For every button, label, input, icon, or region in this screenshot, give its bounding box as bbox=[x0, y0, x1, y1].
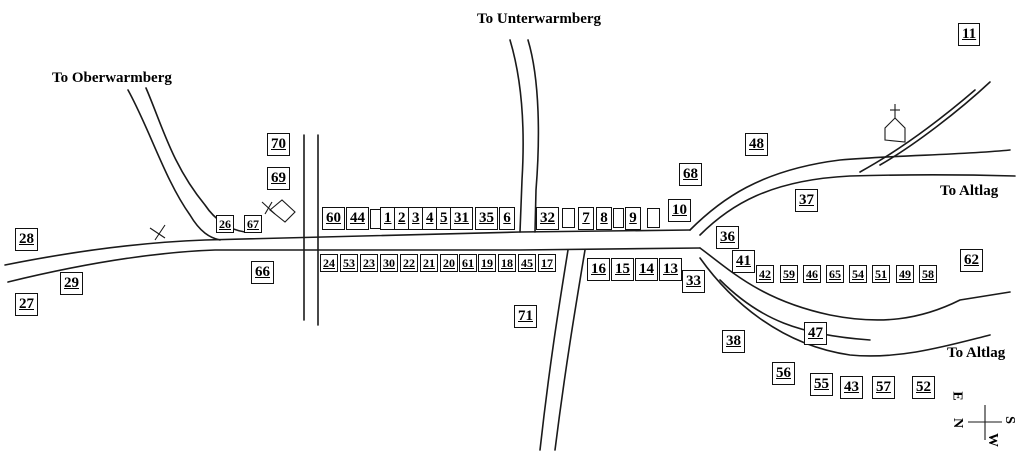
label-to-altlag-south: To Altlag bbox=[947, 345, 1006, 361]
label-to-oberwarmberg: To Oberwarmberg bbox=[52, 70, 172, 86]
lot-58: 58 bbox=[919, 265, 937, 283]
lot-13: 13 bbox=[659, 258, 682, 281]
main-road bbox=[4, 229, 701, 283]
lot-42: 42 bbox=[756, 265, 774, 283]
lot-2: 2 bbox=[394, 207, 410, 230]
south-road bbox=[539, 249, 586, 451]
lot-51: 51 bbox=[872, 265, 890, 283]
lot-21: 21 bbox=[420, 254, 438, 272]
lot-59: 59 bbox=[780, 265, 798, 283]
lot-65: 65 bbox=[826, 265, 844, 283]
label-to-unterwarmberg: To Unterwarmberg bbox=[477, 11, 602, 27]
lot-43: 43 bbox=[840, 376, 863, 399]
lot-53: 53 bbox=[340, 254, 358, 272]
lot-71: 71 bbox=[514, 305, 537, 328]
lot-61: 61 bbox=[459, 254, 477, 272]
lot-38: 38 bbox=[722, 330, 745, 353]
lot-8: 8 bbox=[596, 207, 612, 230]
lot-32: 32 bbox=[536, 207, 559, 230]
lot-16: 16 bbox=[587, 258, 610, 281]
lot-18: 18 bbox=[498, 254, 516, 272]
lot-23: 23 bbox=[360, 254, 378, 272]
lot-5: 5 bbox=[436, 207, 452, 230]
lot-70: 70 bbox=[267, 133, 290, 156]
lot-44: 44 bbox=[346, 207, 369, 230]
lot-14: 14 bbox=[635, 258, 658, 281]
lot-15: 15 bbox=[611, 258, 634, 281]
lot-54: 54 bbox=[849, 265, 867, 283]
lot-62: 62 bbox=[960, 249, 983, 272]
compass-rose bbox=[968, 405, 1002, 440]
lot-empty-2 bbox=[562, 208, 575, 228]
compass-w: W bbox=[985, 433, 1000, 447]
lot-20: 20 bbox=[440, 254, 458, 272]
lot-35: 35 bbox=[475, 207, 498, 230]
compass-s: S bbox=[1001, 416, 1017, 424]
lot-36: 36 bbox=[716, 226, 739, 249]
lot-11: 11 bbox=[958, 23, 981, 46]
lot-49: 49 bbox=[896, 265, 914, 283]
chapel-icon bbox=[261, 199, 296, 223]
road-to-altlag-south bbox=[699, 247, 1011, 357]
lot-empty-4 bbox=[647, 208, 660, 228]
lot-19: 19 bbox=[478, 254, 496, 272]
compass-n: N bbox=[950, 417, 966, 429]
compass-e: E bbox=[949, 391, 965, 401]
lot-31: 31 bbox=[450, 207, 473, 230]
lot-68: 68 bbox=[679, 163, 702, 186]
lot-28: 28 bbox=[15, 228, 38, 251]
lot-7: 7 bbox=[578, 207, 594, 230]
lot-67: 67 bbox=[244, 215, 262, 233]
lot-46: 46 bbox=[803, 265, 821, 283]
lot-52: 52 bbox=[912, 376, 935, 399]
lot-30: 30 bbox=[380, 254, 398, 272]
lot-57: 57 bbox=[872, 376, 895, 399]
lot-17: 17 bbox=[538, 254, 556, 272]
lot-66: 66 bbox=[251, 261, 274, 284]
road-to-altlag-east bbox=[689, 81, 1016, 236]
cross-street bbox=[303, 134, 319, 326]
lot-24: 24 bbox=[320, 254, 338, 272]
lot-41: 41 bbox=[732, 250, 755, 273]
lot-56: 56 bbox=[772, 362, 795, 385]
lot-9: 9 bbox=[625, 207, 641, 230]
lot-45: 45 bbox=[518, 254, 536, 272]
lot-33: 33 bbox=[682, 270, 705, 293]
lot-26: 26 bbox=[216, 215, 234, 233]
lot-47: 47 bbox=[804, 322, 827, 345]
lot-60: 60 bbox=[322, 207, 345, 230]
lot-empty-3 bbox=[613, 208, 624, 228]
lot-69: 69 bbox=[267, 167, 290, 190]
lot-55: 55 bbox=[810, 373, 833, 396]
lot-6: 6 bbox=[499, 207, 515, 230]
lot-48: 48 bbox=[745, 133, 768, 156]
church-icon bbox=[884, 104, 906, 143]
lot-22: 22 bbox=[400, 254, 418, 272]
lot-29: 29 bbox=[60, 272, 83, 295]
lot-10: 10 bbox=[668, 199, 691, 222]
road-to-unterwarmberg bbox=[509, 39, 540, 233]
lot-37: 37 bbox=[795, 189, 818, 212]
lot-27: 27 bbox=[15, 293, 38, 316]
label-to-altlag-east: To Altlag bbox=[940, 183, 999, 199]
